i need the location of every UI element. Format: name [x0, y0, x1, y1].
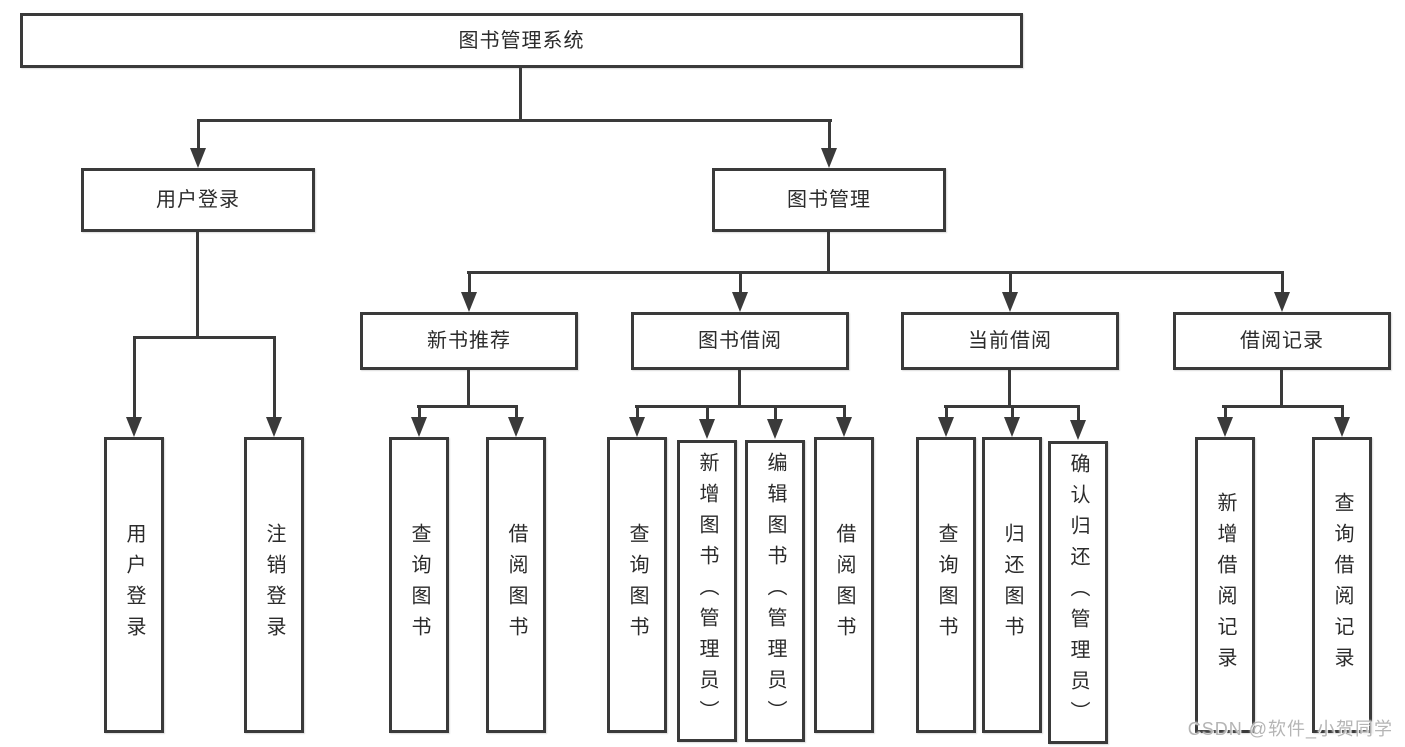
connector-arrow-down: [821, 119, 837, 168]
node-user-login-group: 用户登录: [81, 168, 315, 232]
node-label: 图书借阅: [698, 330, 782, 352]
connector-book-mgmt-stem: [827, 232, 830, 274]
node-label: 新书推荐: [427, 330, 511, 352]
node-label: 借阅记录: [1240, 330, 1324, 352]
leaf-query-borrow-record: 查询借阅记录: [1312, 437, 1372, 733]
node-book-management: 图书管理: [712, 168, 946, 232]
leaf-query-books-current: 查询图书: [916, 437, 976, 733]
node-label: 查询借阅记录: [1331, 492, 1353, 678]
connector-arrow-down: [1217, 405, 1233, 437]
node-label: 新增图书（管理员）: [696, 451, 718, 731]
connector-arrow-down: [836, 405, 852, 437]
node-borrowing-records: 借阅记录: [1173, 312, 1391, 370]
node-label: 图书管理: [787, 189, 871, 211]
connector-arrow-down: [1004, 405, 1020, 437]
leaf-logout: 注销登录: [244, 437, 304, 733]
leaf-add-book-admin: 新增图书（管理员）: [677, 440, 737, 742]
connector-arrow-down: [461, 271, 477, 312]
connector-level2-rail: [467, 271, 1283, 274]
connector-arrow-down: [1334, 405, 1350, 437]
node-library-system: 图书管理系统: [20, 13, 1023, 68]
connector-arrow-down: [266, 336, 282, 437]
node-label: 编辑图书（管理员）: [764, 451, 786, 731]
leaf-query-books-recommend: 查询图书: [389, 437, 449, 733]
node-book-borrowing: 图书借阅: [631, 312, 849, 370]
connector-arrow-down: [732, 271, 748, 312]
node-label: 当前借阅: [968, 330, 1052, 352]
node-label: 注销登录: [263, 523, 285, 647]
node-new-book-recommend: 新书推荐: [360, 312, 578, 370]
node-current-borrowing: 当前借阅: [901, 312, 1119, 370]
leaf-user-login: 用户登录: [104, 437, 164, 733]
leaf-return-books: 归还图书: [982, 437, 1042, 733]
node-label: 借阅图书: [505, 523, 527, 647]
connector-arrow-down: [1002, 271, 1018, 312]
connector-arrow-down: [190, 119, 206, 168]
connector-stem: [738, 368, 741, 408]
connector-arrow-down: [1070, 405, 1086, 440]
connector-rail: [417, 405, 518, 408]
node-label: 查询图书: [626, 523, 648, 647]
connector-arrow-down: [938, 405, 954, 437]
node-label: 借阅图书: [833, 523, 855, 647]
node-label: 图书管理系统: [458, 29, 585, 52]
connector-arrow-down: [699, 405, 715, 439]
leaf-confirm-return-admin: 确认归还（管理员）: [1048, 441, 1108, 744]
connector-user-login-rail: [133, 336, 276, 339]
connector-arrow-down: [508, 405, 524, 437]
connector-root-stem: [519, 66, 522, 122]
node-label: 查询图书: [408, 523, 430, 647]
connector-stem: [1280, 368, 1283, 408]
node-label: 新增借阅记录: [1214, 492, 1236, 678]
node-label: 归还图书: [1001, 523, 1023, 647]
leaf-borrow-books-recommend: 借阅图书: [486, 437, 546, 733]
connector-user-login-stem: [196, 232, 199, 339]
node-label: 确认归还（管理员）: [1067, 453, 1089, 732]
leaf-query-books-borrowing: 查询图书: [607, 437, 667, 733]
connector-rail: [635, 405, 845, 408]
connector-arrow-down: [1274, 271, 1290, 312]
connector-stem: [1008, 368, 1011, 408]
connector-arrow-down: [411, 405, 427, 437]
node-label: 用户登录: [156, 189, 240, 211]
node-label: 查询图书: [935, 523, 957, 647]
connector-stem: [467, 368, 470, 408]
node-label: 用户登录: [123, 523, 145, 647]
connector-arrow-down: [629, 405, 645, 437]
connector-arrow-down: [767, 405, 783, 439]
leaf-borrow-books-borrowing: 借阅图书: [814, 437, 874, 733]
connector-rail: [1222, 405, 1344, 408]
leaf-add-borrow-record: 新增借阅记录: [1195, 437, 1255, 733]
leaf-edit-book-admin: 编辑图书（管理员）: [745, 440, 805, 742]
connector-level1-rail: [197, 119, 832, 122]
connector-arrow-down: [126, 336, 142, 437]
